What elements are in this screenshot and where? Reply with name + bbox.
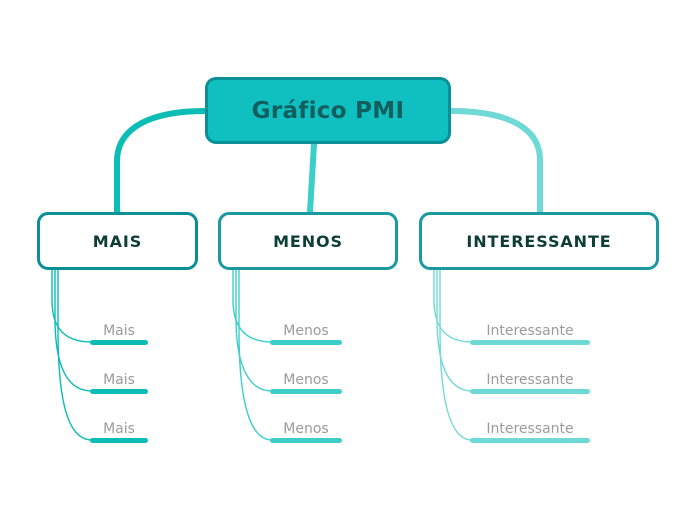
link-root-to-interessante	[448, 108, 543, 215]
leaf-mais-2-underline	[90, 389, 148, 394]
leaf-mais-2-label: Mais	[103, 372, 135, 388]
branch-node-interessante[interactable]: INTERESSANTE	[419, 212, 659, 270]
leaf-interessante-3-label: Interessante	[486, 421, 574, 437]
leaf-menos-3[interactable]: Menos	[270, 410, 342, 443]
branch-node-menos[interactable]: MENOS	[218, 212, 398, 270]
leaf-menos-1-label: Menos	[283, 323, 329, 339]
leaf-mais-2[interactable]: Mais	[90, 361, 148, 394]
link-mais-leaf-2	[54, 270, 93, 392]
leaf-mais-3-label: Mais	[103, 421, 135, 437]
leaf-menos-2-label: Menos	[283, 372, 329, 388]
root-node[interactable]: Gráfico PMI	[205, 77, 451, 144]
leaf-interessante-1-underline	[470, 340, 590, 345]
leaf-menos-2-underline	[270, 389, 342, 394]
leaf-mais-1-underline	[90, 340, 148, 345]
leaf-menos-1[interactable]: Menos	[270, 312, 342, 345]
link-root-to-mais	[114, 108, 208, 215]
leaf-interessante-2-label: Interessante	[486, 372, 574, 388]
link-mais-leaf-1	[51, 270, 93, 343]
branch-node-menos-label: MENOS	[273, 231, 343, 251]
link-interessante-leaf-1	[433, 270, 473, 343]
leaf-interessante-1-label: Interessante	[486, 323, 574, 339]
leaf-mais-3-underline	[90, 438, 148, 443]
link-mais-leaf-3	[57, 270, 93, 441]
leaf-interessante-2[interactable]: Interessante	[470, 361, 590, 394]
leaf-menos-2[interactable]: Menos	[270, 361, 342, 394]
link-menos-leaf-1	[232, 270, 273, 343]
root-node-label: Gráfico PMI	[251, 97, 405, 124]
link-menos-leaf-3	[238, 270, 273, 441]
leaf-interessante-2-underline	[470, 389, 590, 394]
link-root-to-menos	[307, 141, 317, 215]
leaf-menos-3-underline	[270, 438, 342, 443]
branch-node-interessante-label: INTERESSANTE	[466, 231, 612, 251]
link-menos-leaf-2	[235, 270, 273, 392]
branch-node-mais[interactable]: MAIS	[37, 212, 198, 270]
link-interessante-leaf-2	[436, 270, 473, 392]
leaf-interessante-1[interactable]: Interessante	[470, 312, 590, 345]
leaf-mais-1-label: Mais	[103, 323, 135, 339]
branch-node-mais-label: MAIS	[92, 231, 143, 251]
leaf-menos-3-label: Menos	[283, 421, 329, 437]
leaf-interessante-3[interactable]: Interessante	[470, 410, 590, 443]
leaf-mais-3[interactable]: Mais	[90, 410, 148, 443]
link-interessante-leaf-3	[439, 270, 473, 441]
leaf-menos-1-underline	[270, 340, 342, 345]
leaf-mais-1[interactable]: Mais	[90, 312, 148, 345]
leaf-interessante-3-underline	[470, 438, 590, 443]
